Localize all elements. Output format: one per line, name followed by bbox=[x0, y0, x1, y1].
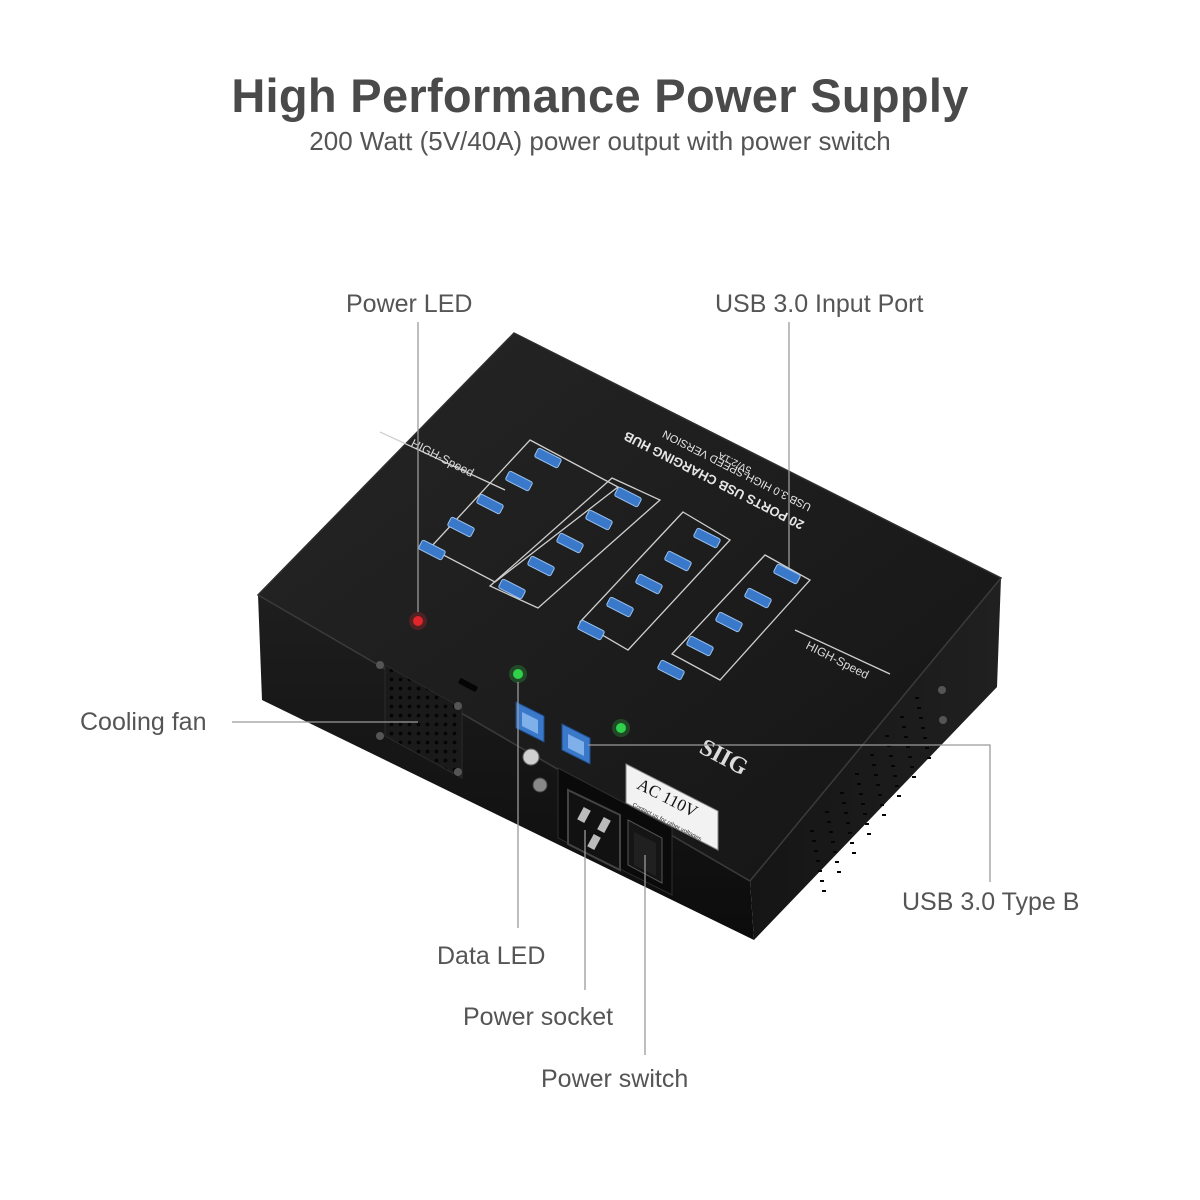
usb-port bbox=[534, 447, 562, 469]
callout-lines bbox=[232, 322, 991, 1055]
callout-power-socket: Power socket bbox=[463, 1003, 614, 1031]
callout-cooling-fan: Cooling fan bbox=[80, 708, 207, 736]
usb-port bbox=[527, 555, 555, 577]
power-module bbox=[557, 767, 673, 896]
usb-port bbox=[606, 596, 634, 618]
callout-data-led: Data LED bbox=[437, 942, 546, 970]
usb-port bbox=[614, 486, 642, 508]
callout-usb-type-b: USB 3.0 Type B bbox=[902, 888, 1080, 916]
usb-port bbox=[505, 470, 533, 492]
side-vents bbox=[810, 697, 931, 892]
usb-port bbox=[585, 509, 613, 531]
usb-port bbox=[693, 527, 721, 549]
cooling-fan-vent bbox=[376, 661, 463, 779]
usb-port bbox=[715, 611, 743, 633]
page-title: High Performance Power Supply bbox=[231, 69, 969, 122]
callout-power-led: Power LED bbox=[346, 290, 473, 318]
usb-port bbox=[686, 635, 714, 657]
ground-screw bbox=[522, 748, 548, 793]
top-usb-ports bbox=[418, 447, 801, 681]
usb-port bbox=[476, 493, 504, 515]
usb-port bbox=[447, 516, 475, 538]
usb-port bbox=[744, 587, 772, 609]
callout-usb-input-port: USB 3.0 Input Port bbox=[715, 290, 924, 318]
usb-port bbox=[657, 659, 685, 681]
usb-port bbox=[556, 532, 584, 554]
usb-port bbox=[498, 578, 526, 600]
port-group-outlines bbox=[379, 431, 891, 681]
data-led bbox=[513, 669, 523, 679]
power-led bbox=[413, 616, 423, 626]
usb-port bbox=[577, 619, 605, 641]
callout-power-switch: Power switch bbox=[541, 1065, 689, 1093]
usb-type-b-ports bbox=[515, 701, 591, 765]
page-subtitle: 200 Watt (5V/40A) power output with powe… bbox=[309, 126, 891, 156]
usb-port bbox=[635, 573, 663, 595]
usb-port bbox=[773, 563, 801, 585]
usb-port bbox=[664, 550, 692, 572]
usb-port bbox=[418, 539, 446, 561]
data-led-2 bbox=[616, 723, 626, 733]
